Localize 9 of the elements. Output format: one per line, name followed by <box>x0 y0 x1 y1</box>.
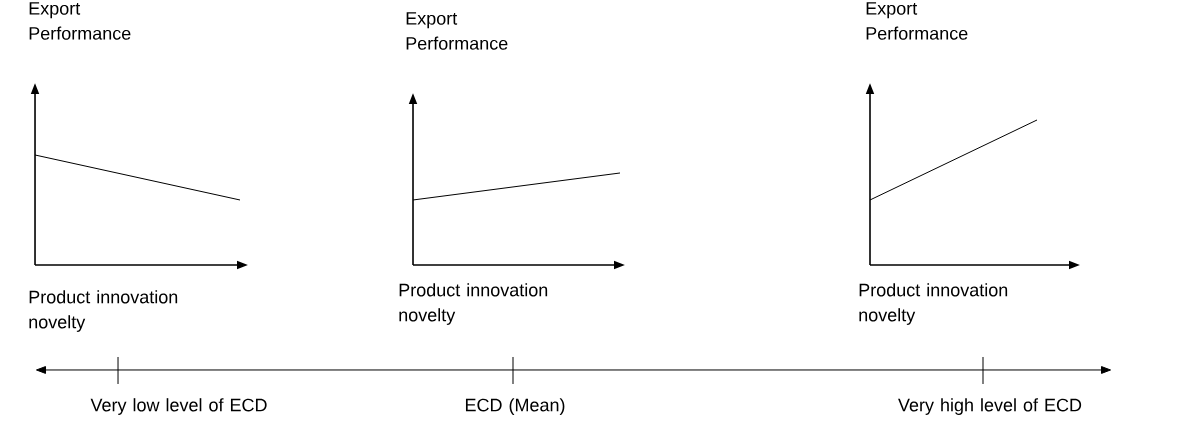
scale-label: Very high level of ECD <box>898 398 1082 415</box>
axis-title: Export Performance <box>29 2 131 40</box>
axis-title: Product innovation novelty <box>399 283 548 325</box>
axis-title: Product innovation novelty <box>29 290 178 332</box>
axis-title: Product innovation novelty <box>859 283 1008 325</box>
axis-title: Export Performance <box>866 2 968 40</box>
scale-label: ECD (Mean) <box>465 398 565 415</box>
axis-title: Export Performance <box>406 12 508 50</box>
scale-label: Very low level of ECD <box>90 398 267 415</box>
